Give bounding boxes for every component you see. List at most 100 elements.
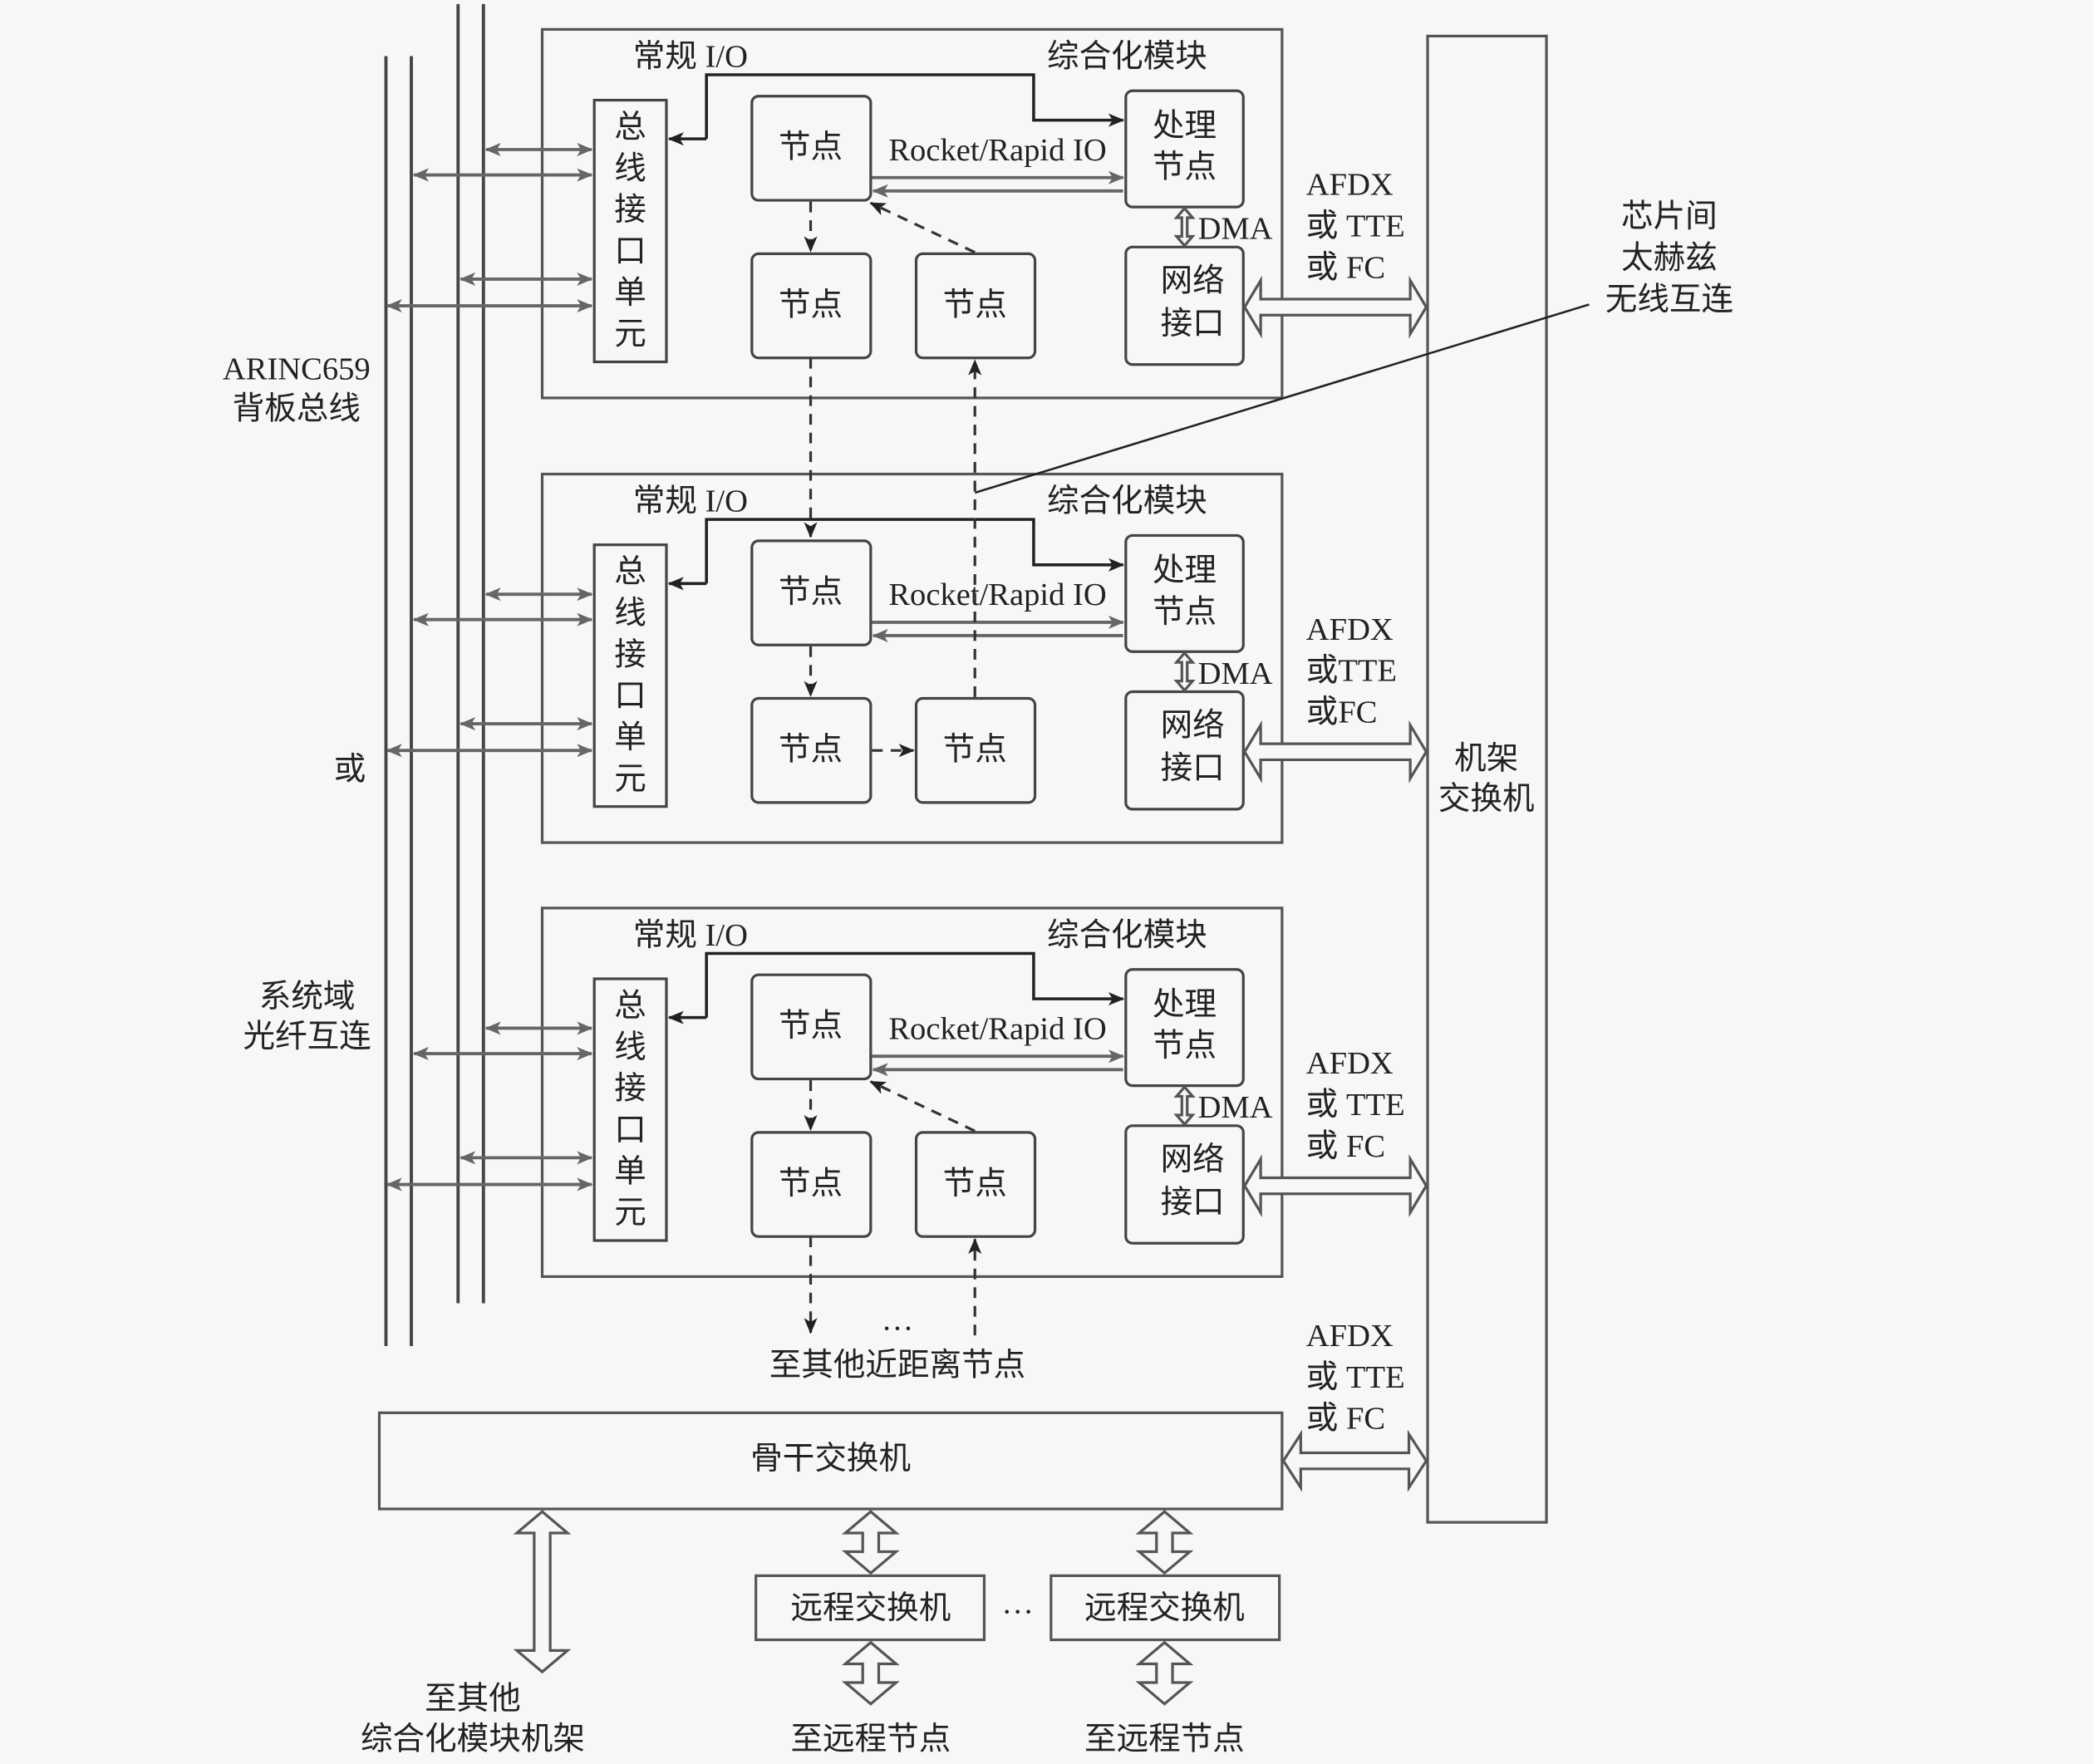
- backbone-link-label-2: 或 TTE: [1306, 1360, 1405, 1395]
- bus-interface-unit: [592, 977, 668, 1242]
- remote-switch-1-label: 远程交换机: [790, 1590, 951, 1626]
- remote-switch-2: [1049, 1574, 1281, 1642]
- backplane-bus-lines: [384, 3, 485, 1346]
- bus-interface-unit-char: 接: [614, 637, 646, 672]
- integrated-module-label: 综合化模块: [1047, 917, 1207, 953]
- network-interface-label-2: 接口: [1161, 751, 1225, 786]
- remote-switch-1-to-nodes-arrow: [841, 1640, 900, 1706]
- bus-interface-unit: [592, 98, 668, 364]
- node-top: [750, 973, 872, 1081]
- dma-label: DMA: [1198, 1090, 1273, 1125]
- integrated-module-label: 综合化模块: [1047, 38, 1207, 74]
- link-label-2: 或 TTE: [1306, 209, 1405, 243]
- other-rack-label-2: 综合化模块机架: [361, 1721, 585, 1757]
- dma-arrow-icon: [1173, 1084, 1196, 1127]
- bus-interface-unit-char: 单: [614, 720, 646, 755]
- node-top-label: 节点: [779, 1009, 843, 1044]
- node-bottom-right: [914, 252, 1037, 360]
- node-bottom-right-label: 节点: [943, 1167, 1007, 1201]
- node-bottom-right: [914, 696, 1037, 804]
- backbone-to-remote-switch-2-arrow: [1135, 1510, 1194, 1575]
- near-nodes-label: 至其他近距离节点: [769, 1347, 1026, 1383]
- rack-switch-label-2: 交换机: [1438, 781, 1535, 817]
- network-link-arrow: [1242, 1154, 1428, 1218]
- link-label-2: 或TTE: [1306, 654, 1397, 689]
- rocket-rapid-io-label: Rocket/Rapid IO: [888, 133, 1106, 168]
- to-remote-nodes-label-1: 至远程节点: [790, 1722, 951, 1757]
- wireless-label-3: 无线互连: [1605, 283, 1733, 317]
- processing-node-label-1: 处理: [1153, 553, 1217, 588]
- near-nodes-ellipsis: …: [882, 1303, 914, 1338]
- processing-node-label-2: 节点: [1153, 595, 1217, 630]
- node-bottom-left-label: 节点: [779, 1167, 843, 1201]
- network-link-arrow: [1242, 275, 1428, 339]
- to-remote-nodes-label-2: 至远程节点: [1084, 1722, 1245, 1757]
- network-interface-label-2: 接口: [1161, 1185, 1225, 1220]
- integrated-module-label: 综合化模块: [1047, 484, 1207, 519]
- network-link-arrow: [1242, 720, 1428, 784]
- dma-arrow-icon: [1173, 651, 1196, 693]
- processing-node-label-2: 节点: [1153, 150, 1217, 185]
- node-bottom-left-label: 节点: [779, 287, 843, 322]
- bus-interface-unit-char: 线: [614, 1030, 646, 1065]
- remote-switch-1: [755, 1574, 986, 1642]
- link-label-3: 或 FC: [1306, 1129, 1385, 1164]
- dma-label: DMA: [1198, 212, 1273, 247]
- remote-switch-ellipsis: …: [1001, 1585, 1034, 1620]
- bus-interface-unit-char: 元: [614, 1196, 646, 1231]
- or-label: 或: [334, 753, 366, 788]
- link-label-3: 或 FC: [1306, 250, 1385, 285]
- regular-io-connector: [705, 518, 1125, 584]
- backbone-to-rack-arrow: [1281, 1429, 1428, 1492]
- bus-interface-unit-char: 线: [614, 151, 646, 186]
- bus-interface-unit-char: 元: [614, 317, 646, 352]
- backplane-bus-label: 背板总线: [233, 392, 361, 427]
- wireless-pointer-line: [974, 303, 1590, 494]
- processing-node-label-2: 节点: [1153, 1029, 1217, 1064]
- node-bottom-left-label: 节点: [779, 732, 843, 767]
- link-label-3: 或FC: [1306, 695, 1378, 730]
- link-label-1: AFDX: [1306, 168, 1394, 203]
- remote-switch-2-label: 远程交换机: [1084, 1590, 1245, 1626]
- other-rack-label-1: 至其他: [425, 1682, 521, 1717]
- bus-interface-unit-char: 单: [614, 276, 646, 311]
- network-interface-label-1: 网络: [1161, 1142, 1225, 1177]
- regular-io-connector: [705, 73, 1125, 140]
- rocket-rapid-io-label: Rocket/Rapid IO: [888, 1011, 1106, 1046]
- backbone-switch-label: 骨干交换机: [750, 1441, 911, 1477]
- node-top-label: 节点: [779, 575, 843, 610]
- node-top: [750, 539, 872, 646]
- node-top: [750, 95, 872, 202]
- rocket-rapid-io-label: Rocket/Rapid IO: [888, 577, 1106, 612]
- bus-interface-unit-char: 总: [614, 111, 646, 145]
- node-bottom-left: [750, 696, 872, 804]
- link-label-2: 或 TTE: [1306, 1088, 1405, 1123]
- remote-switch-2-to-nodes-arrow: [1135, 1640, 1194, 1706]
- bus-interface-unit-char: 总: [614, 989, 646, 1024]
- node-bottom-right-label: 节点: [943, 732, 1007, 767]
- bus-interface-unit-char: 线: [614, 597, 646, 631]
- system-domain-label: 系统域: [259, 979, 356, 1015]
- bus-interface-unit-char: 接: [614, 193, 646, 228]
- to-other-rack-arrow: [513, 1510, 572, 1674]
- bus-interface-unit-char: 口: [614, 1113, 646, 1147]
- node-bottom-right: [914, 1131, 1037, 1238]
- bus-interface-unit-char: 单: [614, 1154, 646, 1189]
- wireless-label-1: 芯片间: [1621, 199, 1718, 234]
- bus-interface-unit-char: 元: [614, 762, 646, 797]
- dashed-link-right-to-top: [869, 1080, 976, 1133]
- regular-io-label: 常规 I/O: [633, 484, 748, 519]
- regular-io-label: 常规 I/O: [633, 39, 748, 74]
- rack-switch: [1426, 34, 1548, 1524]
- regular-io-label: 常规 I/O: [633, 918, 748, 953]
- backbone-link-label-3: 或 FC: [1306, 1402, 1385, 1437]
- dma-label: DMA: [1198, 656, 1273, 691]
- backbone-link-label-1: AFDX: [1306, 1319, 1394, 1354]
- wireless-label-2: 太赫兹: [1621, 241, 1718, 276]
- network-interface-label-1: 网络: [1161, 263, 1225, 298]
- network-interface-label-1: 网络: [1161, 708, 1225, 744]
